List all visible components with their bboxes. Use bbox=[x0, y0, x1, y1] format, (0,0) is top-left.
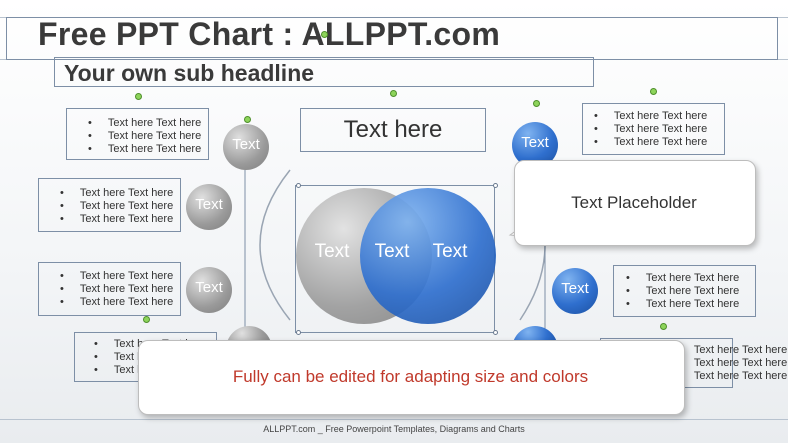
satellite-circle-blue-3[interactable] bbox=[552, 268, 598, 314]
bullet-list-right-3: Text here Text here Text here Text here … bbox=[626, 272, 739, 311]
venn-label-middle: Text bbox=[374, 241, 410, 262]
satellite-label: Text bbox=[561, 280, 589, 297]
edit-banner[interactable] bbox=[138, 340, 685, 415]
bullet-box-right-1[interactable] bbox=[582, 103, 725, 155]
list-item: Text here Text here bbox=[88, 130, 201, 143]
list-item: Text here Text here bbox=[674, 344, 787, 357]
rotate-handle[interactable] bbox=[143, 316, 150, 323]
list-item: Text here Text here bbox=[60, 270, 173, 283]
bullet-list-right-1: Text here Text here Text here Text here … bbox=[594, 110, 707, 149]
bullet-list-left-2: Text here Text here Text here Text here … bbox=[60, 187, 173, 226]
list-item: Text here Text here bbox=[60, 296, 173, 309]
bullet-box-right-3[interactable] bbox=[613, 265, 756, 317]
resize-handle[interactable] bbox=[296, 183, 301, 188]
list-item: Text here Text here bbox=[88, 143, 201, 156]
satellite-label: Text bbox=[521, 134, 549, 151]
list-item: Text here Text here bbox=[60, 200, 173, 213]
footer-text: ALLPPT.com _ Free Powerpoint Templates, … bbox=[263, 424, 525, 434]
bullet-list-right-4: Text here Text here Text here Text here … bbox=[674, 344, 787, 383]
list-item: Text here Text here bbox=[60, 213, 173, 226]
venn-circle-blue[interactable] bbox=[360, 188, 496, 324]
satellite-circle-gray-1[interactable] bbox=[223, 124, 269, 170]
subtitle-selection-box[interactable] bbox=[54, 57, 594, 87]
list-item: Text here Text here bbox=[674, 357, 787, 370]
satellite-label: Text bbox=[232, 136, 260, 153]
rotate-handle[interactable] bbox=[650, 88, 657, 95]
banner-text: Fully can be edited for adapting size an… bbox=[232, 367, 589, 386]
center-label: Text here bbox=[343, 116, 443, 143]
bullet-list-left-1: Text here Text here Text here Text here … bbox=[88, 117, 201, 156]
page-subtitle: Your own sub headline bbox=[64, 60, 315, 86]
venn-label-left: Text bbox=[314, 241, 350, 262]
list-item: Text here Text here bbox=[626, 298, 739, 311]
bullet-box-left-2[interactable] bbox=[38, 178, 181, 232]
rotate-handle[interactable] bbox=[390, 90, 397, 97]
satellite-circle-gray-3[interactable] bbox=[186, 267, 232, 313]
rotate-handle[interactable] bbox=[660, 323, 667, 330]
placeholder-callout[interactable] bbox=[514, 160, 756, 246]
rotate-handle[interactable] bbox=[135, 93, 142, 100]
list-item: Text here Text here bbox=[594, 123, 707, 136]
placeholder-text: Text Placeholder bbox=[571, 193, 697, 212]
list-item: Text here Text here bbox=[674, 370, 787, 383]
list-item: Text here Text here bbox=[60, 283, 173, 296]
list-item: Text here Text here bbox=[626, 272, 739, 285]
satellite-label: Text bbox=[195, 196, 223, 213]
resize-handle[interactable] bbox=[493, 330, 498, 335]
list-item: Text here Text here bbox=[88, 117, 201, 130]
list-item: Text here Text here bbox=[60, 187, 173, 200]
list-item: Text here Text here bbox=[594, 110, 707, 123]
bullet-box-left-3[interactable] bbox=[38, 262, 181, 316]
resize-handle[interactable] bbox=[296, 330, 301, 335]
rotate-handle[interactable] bbox=[533, 100, 540, 107]
bullet-box-left-1[interactable] bbox=[66, 108, 209, 160]
resize-handle[interactable] bbox=[493, 183, 498, 188]
page-title: Free PPT Chart : ALLPPT.com bbox=[38, 16, 501, 52]
title-selection-box[interactable] bbox=[6, 17, 778, 60]
satellite-label: Text bbox=[195, 279, 223, 296]
rotate-handle[interactable] bbox=[321, 31, 328, 38]
center-text-box[interactable] bbox=[300, 108, 486, 152]
guide-line-bottom bbox=[0, 419, 788, 420]
rotate-handle[interactable] bbox=[244, 116, 251, 123]
satellite-circle-gray-2[interactable] bbox=[186, 184, 232, 230]
list-item: Text here Text here bbox=[594, 136, 707, 149]
venn-label-right: Text bbox=[432, 241, 468, 262]
bullet-list-left-3: Text here Text here Text here Text here … bbox=[60, 270, 173, 309]
list-item: Text here Text here bbox=[626, 285, 739, 298]
